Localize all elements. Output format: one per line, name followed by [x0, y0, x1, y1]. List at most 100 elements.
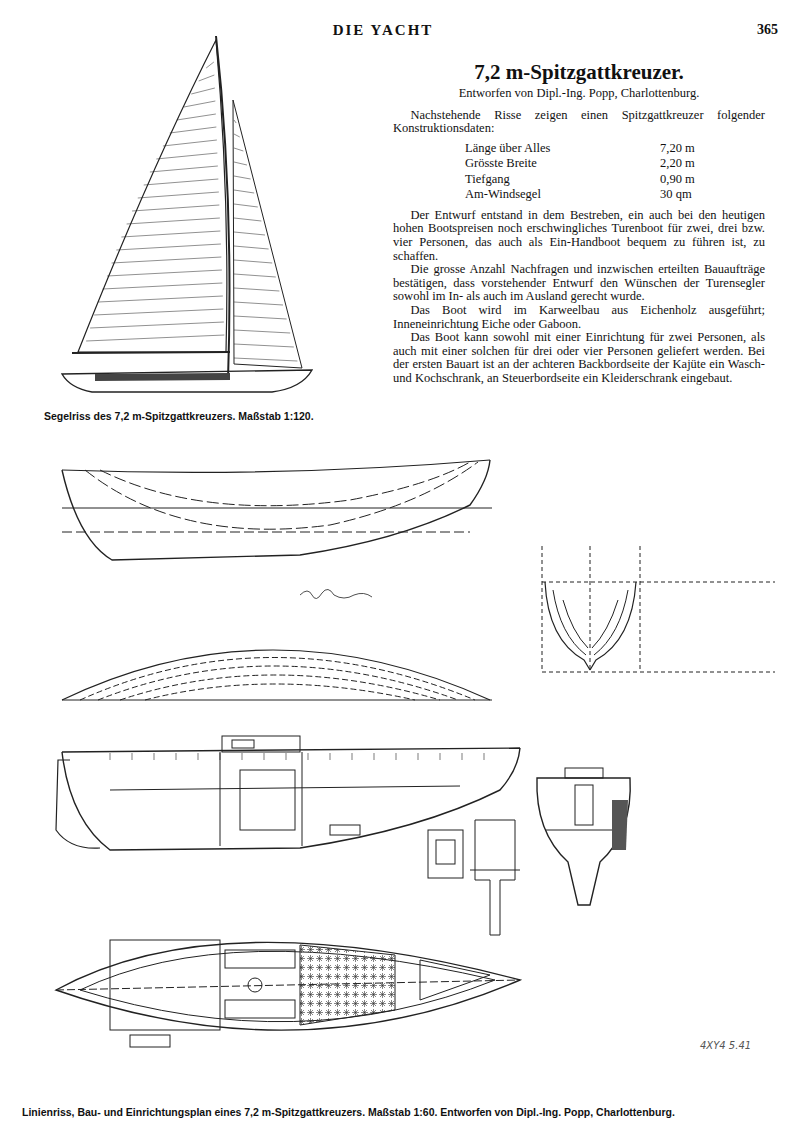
grid [542, 546, 775, 672]
frame-mark [396, 753, 397, 760]
sail-seam [184, 101, 215, 107]
waterline-curve [98, 666, 458, 700]
sail-seam [234, 218, 261, 221]
sail-seam [191, 88, 215, 94]
details [428, 820, 520, 935]
table-cell: Tiefgang [465, 172, 660, 188]
sail-seam [156, 153, 217, 159]
station-curve [590, 582, 636, 670]
sail-seam [234, 274, 276, 277]
figure-caption: Segelriss des 7,2 m-Spitzgattkreuzers. M… [44, 410, 364, 422]
frame-mark [286, 753, 287, 760]
figure-caption: Linienriss, Bau- und Einrichtungsplan ei… [22, 1106, 782, 1118]
lines-profile [62, 460, 492, 599]
sail-seam [234, 134, 240, 137]
waterline-curve [120, 675, 440, 700]
body-plan [542, 546, 775, 672]
text-column: 7,2 m-Spitzgattkreuzer.Entworfen von Dip… [393, 60, 765, 386]
sail-seam [234, 190, 254, 193]
detail-line [470, 870, 520, 871]
sail-seam [163, 140, 217, 146]
half-breadth-plan [62, 650, 492, 700]
frame-mark [132, 753, 133, 760]
sail-seam [177, 114, 216, 120]
floor [110, 786, 460, 790]
table-cell: Grösste Breite [465, 156, 660, 172]
sail-seam [234, 176, 251, 179]
table-cell: Länge über Alles [465, 141, 660, 157]
jib [233, 100, 302, 368]
rudder [56, 760, 100, 848]
cabin-roof [565, 768, 603, 778]
frame-mark [440, 753, 441, 760]
table-cell: 2,20 m [660, 156, 765, 172]
frame-mark [242, 753, 243, 760]
detail-section [475, 820, 515, 935]
cabinet [225, 1000, 295, 1018]
sail-seam [90, 322, 224, 328]
sail-seam [121, 231, 220, 237]
sail-seam [234, 330, 290, 333]
station-curve [594, 590, 628, 655]
mast [216, 36, 230, 380]
keel-bolt [330, 825, 360, 835]
waterline-curve [62, 650, 490, 700]
sail-seam [150, 166, 218, 172]
waterline-curve [80, 658, 475, 701]
frame-mark [418, 753, 419, 760]
hatch [248, 978, 262, 992]
running-head: DIE YACHT [300, 22, 466, 39]
frame-mark [484, 753, 485, 760]
paragraph: Das Boot kann sowohl mit einer Einrichtu… [393, 331, 765, 385]
frame-mark [374, 753, 375, 760]
sail-seam [234, 302, 283, 305]
sail-seam [234, 120, 236, 123]
frame-mark [264, 753, 265, 760]
frame-mark [308, 753, 309, 760]
hull-profile [62, 460, 490, 560]
sail-seam [170, 127, 217, 133]
construction-profile [56, 736, 520, 850]
table-cell: 0,90 m [660, 172, 765, 188]
sail-seam [107, 270, 222, 276]
berth-section [612, 800, 628, 850]
sheer-line [62, 460, 490, 472]
page-number: 365 [720, 22, 778, 38]
sail-seam [234, 358, 297, 361]
signature [300, 589, 372, 598]
centerline [56, 980, 520, 990]
sail-seam [116, 244, 220, 250]
sail-seam [234, 288, 279, 291]
frame-mark [352, 753, 353, 760]
waterline-curve [145, 684, 415, 700]
station-curve [545, 582, 590, 670]
table-cell: 30 qm [660, 187, 765, 203]
station-curve [553, 590, 586, 655]
sail-seam [98, 296, 223, 302]
station-curve [563, 600, 588, 648]
paragraph: Nachstehende Risse zeigen einen Spitzgat… [393, 109, 765, 136]
paragraph: Der Entwurf entstand in dem Bestreben, e… [393, 209, 765, 263]
frame-mark [330, 753, 331, 760]
paragraph: Die grosse Anzahl Nachfragen und inzwisc… [393, 263, 765, 304]
waterline [62, 532, 470, 533]
frame-mark [176, 753, 177, 760]
cabin-roof [222, 736, 300, 752]
sail-seam [138, 192, 219, 198]
forepeak [420, 960, 490, 1000]
door [575, 785, 593, 825]
sail-seam [234, 232, 265, 235]
hull-outline [56, 942, 520, 1030]
sail-seam [234, 316, 287, 319]
bulkhead [302, 752, 303, 846]
hull [62, 370, 312, 392]
deck-edge [80, 951, 495, 1021]
cockpit [95, 373, 230, 381]
window [232, 740, 254, 748]
sail-seam [234, 162, 247, 165]
frame-mark [220, 753, 221, 760]
sail-seam [94, 309, 223, 315]
deck-line [62, 748, 520, 752]
station-curve [592, 600, 618, 648]
